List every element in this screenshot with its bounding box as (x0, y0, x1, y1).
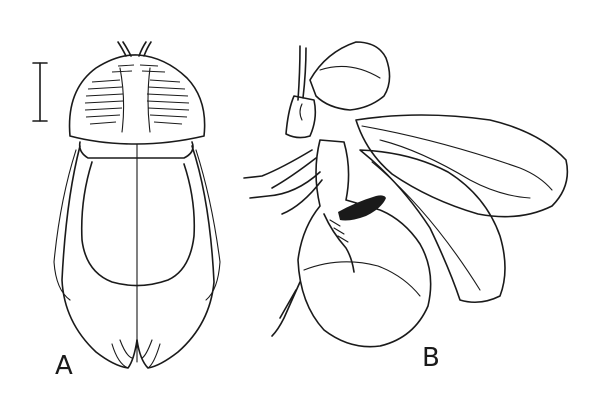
forewing (355, 114, 569, 218)
thorax-plate (319, 65, 381, 79)
right-wing-margin (195, 149, 221, 301)
insect-lateral-view (243, 41, 569, 348)
hindwing-vein (371, 161, 481, 291)
pronotum-hatching (84, 64, 190, 125)
antennae (117, 41, 152, 57)
eye (299, 103, 303, 121)
thorax (309, 41, 391, 111)
scale-bar (32, 62, 48, 122)
panel-label-a: A (55, 351, 73, 381)
antennae (297, 45, 307, 101)
wing-fold (338, 195, 386, 221)
abdomen-outline (80, 161, 196, 287)
hind-leg-foot (279, 289, 297, 319)
forewing-vein (361, 125, 553, 191)
right-wing-cover (136, 145, 215, 369)
panel-label-b: B (422, 343, 440, 373)
insect-dorsal-view (32, 41, 221, 369)
abdomen (297, 139, 432, 348)
left-wing-margin (53, 149, 77, 301)
front-legs (243, 149, 323, 215)
abdomen-segment (303, 261, 421, 297)
left-wing-cover (61, 145, 138, 369)
pronotum (68, 54, 206, 145)
head (285, 95, 317, 139)
middle-leg (323, 213, 355, 273)
middle-leg-tarsus (329, 219, 349, 243)
forewing-inner (379, 139, 531, 199)
hindwing (359, 149, 506, 304)
wing-tips (111, 339, 161, 369)
